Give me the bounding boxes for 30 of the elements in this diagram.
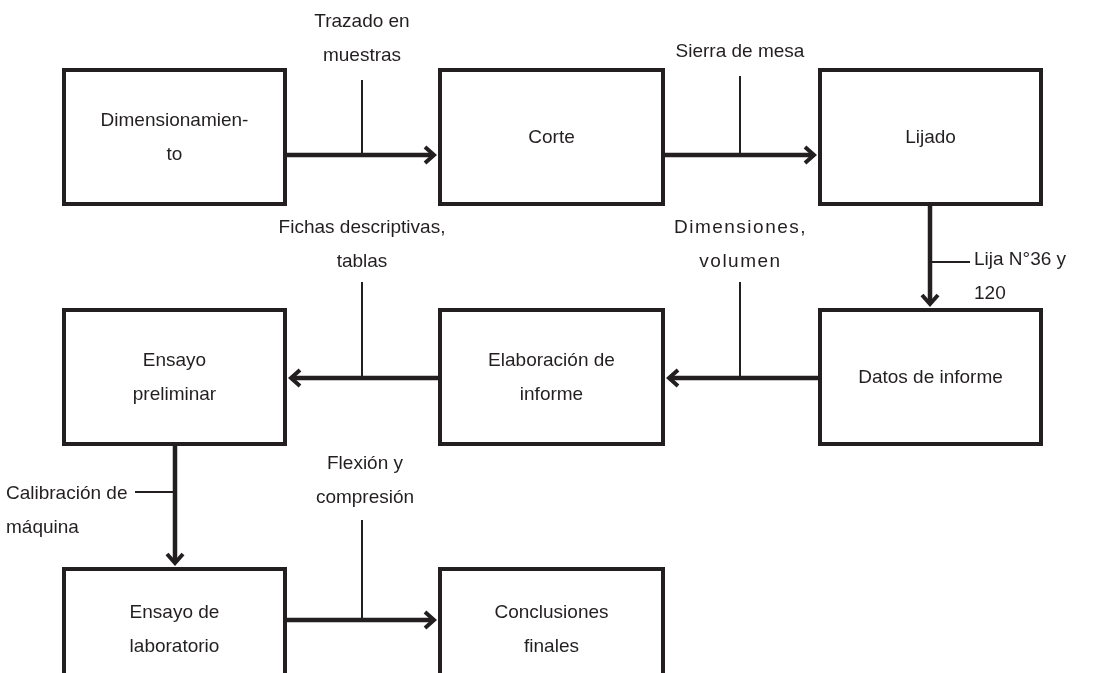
box-label: Corte <box>528 125 575 149</box>
box-label: Lijado <box>905 125 956 149</box>
edge-label: Fichas descriptivas, tablas <box>277 215 447 273</box>
arrow-with-label-tick <box>287 519 436 630</box>
edge-label: Calibración de máquina <box>6 481 129 539</box>
process-box <box>438 308 665 446</box>
process-box <box>62 308 287 446</box>
box-label: Ensayo preliminar <box>131 348 218 406</box>
edge-label: Sierra de mesa <box>674 39 806 63</box>
arrow-with-label-tick <box>667 281 818 388</box>
process-box <box>818 68 1043 206</box>
edge-label: Lija N°36 y 120 <box>974 247 1068 305</box>
box-label: Dimensionamien- to <box>99 108 250 166</box>
box-label: Elaboración de informe <box>487 348 616 406</box>
process-box <box>438 68 665 206</box>
edge-label: Dimensiones, volumen <box>672 215 809 273</box>
arrow-with-label-tick <box>289 281 438 388</box>
box-label: Datos de informe <box>858 365 1003 389</box>
box-label: Ensayo de laboratorio <box>128 600 221 658</box>
process-box <box>62 68 287 206</box>
edge-label: Trazado en muestras <box>313 9 411 67</box>
arrow-with-label-tick <box>287 79 436 165</box>
arrow-with-label-tick <box>134 446 185 565</box>
process-box <box>818 308 1043 446</box>
process-box <box>438 567 665 673</box>
box-label: Conclusiones finales <box>493 600 610 658</box>
process-box <box>62 567 287 673</box>
arrow-with-label-tick <box>920 206 971 306</box>
edge-label: Flexión y compresión <box>314 451 416 509</box>
arrow-with-label-tick <box>665 75 816 165</box>
